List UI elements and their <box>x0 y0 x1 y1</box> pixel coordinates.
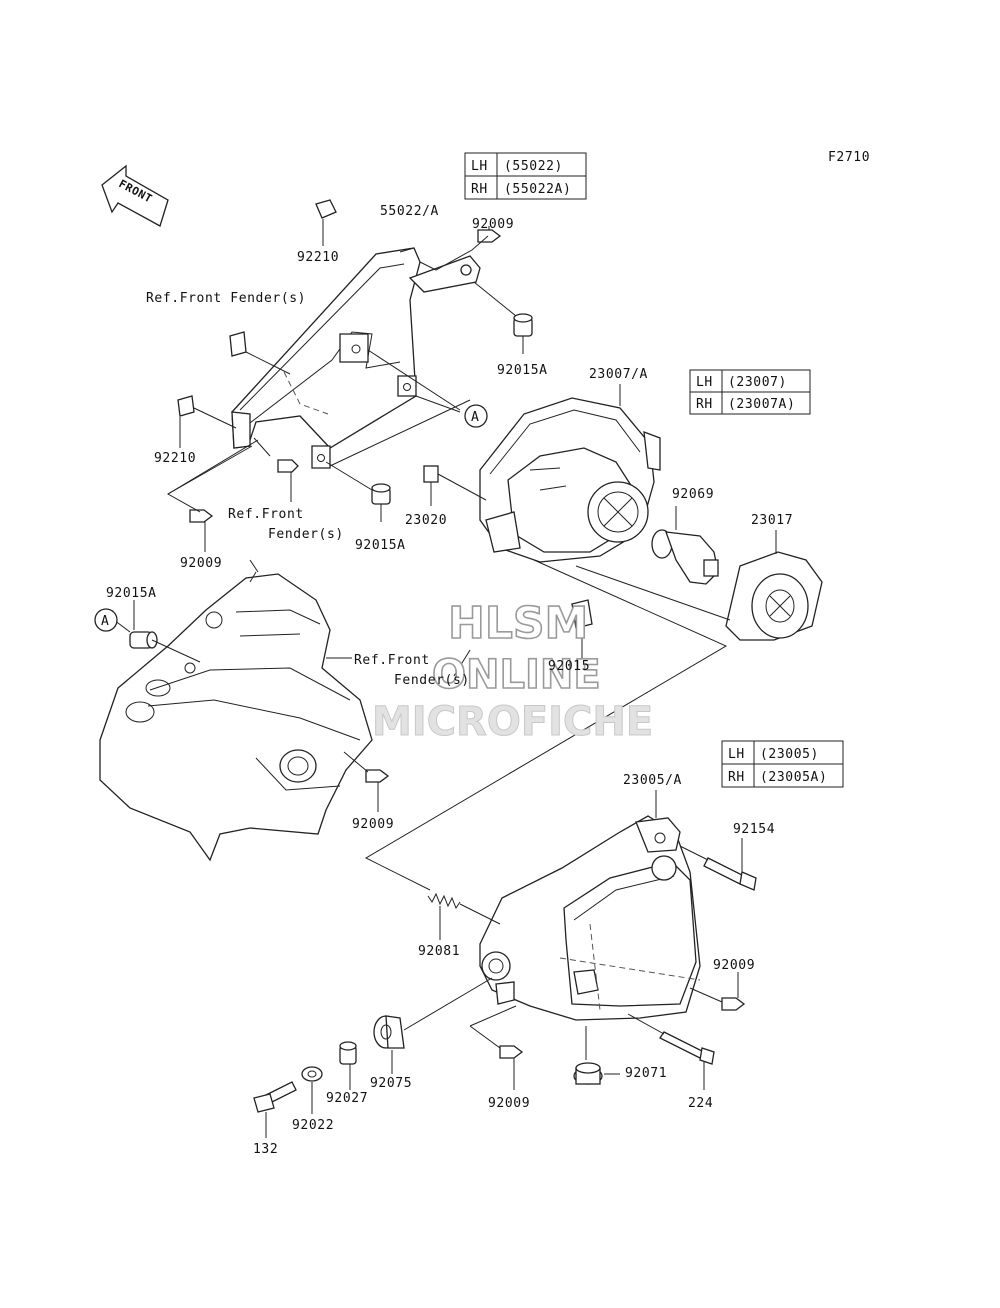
table-cell: LH <box>471 159 488 174</box>
label-screw-bottom: 92009 <box>488 1096 530 1111</box>
label-washer: 92022 <box>292 1118 334 1133</box>
label-collar-92027: 92027 <box>326 1091 368 1106</box>
collar-92015a-top <box>513 313 533 354</box>
watermark-line-2: ONLINE <box>432 652 601 698</box>
grommet-92071 <box>573 1026 620 1085</box>
reflector-side-table: LH (55022) RH (55022A) <box>464 152 587 200</box>
label-grommet-92075: 92075 <box>370 1076 412 1091</box>
clip-92210-top <box>315 199 337 246</box>
ref-circle-a-left: A <box>94 608 118 632</box>
headlight-housing <box>479 815 701 1021</box>
label-bolt-224: 224 <box>688 1096 713 1111</box>
screw-92009-right <box>689 972 746 1011</box>
table-cell: RH <box>728 770 745 785</box>
label-bolt-92154: 92154 <box>733 822 775 837</box>
label-bulb: 92069 <box>672 487 714 502</box>
headlight-side-table: LH (23007) RH (23007A) <box>689 369 811 415</box>
label-cap: 23017 <box>751 513 793 528</box>
bolt-92154 <box>679 838 757 891</box>
screw-92009-left <box>189 509 214 552</box>
screw-92009-bottom <box>469 1005 524 1090</box>
spring-92081 <box>427 892 501 940</box>
table-cell: LH <box>728 747 745 762</box>
label-bolt-132: 132 <box>253 1142 278 1157</box>
label-screw-right: 92009 <box>713 958 755 973</box>
label-collar-top: 92015A <box>497 363 548 378</box>
label-clip-23020: 23020 <box>405 513 447 528</box>
label-ref-fender-3a: Ref.Front <box>354 653 430 668</box>
label-clip-left: 92210 <box>154 451 196 466</box>
label-screw-fender: 92009 <box>352 817 394 832</box>
label-housing: 23005/A <box>623 773 682 788</box>
collar-92015a-ref-a <box>113 600 201 663</box>
front-arrow-icon: FRONT <box>101 164 169 227</box>
table-cell: (23005A) <box>760 770 827 785</box>
figure-code: F2710 <box>828 150 870 165</box>
table-cell: RH <box>696 397 713 412</box>
label-collar-mid: 92015A <box>355 538 406 553</box>
table-cell: (23005) <box>760 747 819 762</box>
table-cell: (23007) <box>728 375 787 390</box>
label-spring: 92081 <box>418 944 460 959</box>
svg-text:A: A <box>101 614 109 629</box>
clip-ref-fender-top <box>229 331 247 357</box>
bolt-224 <box>627 1013 715 1090</box>
screw-92009-mid <box>277 459 299 502</box>
label-grommet-92071: 92071 <box>625 1066 667 1081</box>
label-ref-fender-1: Ref.Front Fender(s) <box>146 291 306 306</box>
label-clip-92015: 92015 <box>548 659 590 674</box>
label-clip-top: 92210 <box>297 250 339 265</box>
table-cell: (23007A) <box>728 397 795 412</box>
bulb-92069 <box>651 506 719 585</box>
table-cell: (55022A) <box>504 182 571 197</box>
label-screw-top: 92009 <box>472 217 514 232</box>
clip-92210-left <box>177 395 195 448</box>
watermark-line-1: HLSM <box>448 598 588 649</box>
dust-cap-23017 <box>725 530 823 641</box>
grommet-92075 <box>373 977 493 1074</box>
reflector-bracket <box>231 247 481 469</box>
clip-23020 <box>423 465 487 506</box>
collar-92015a-mid <box>371 483 391 522</box>
label-bracket: 55022/A <box>380 204 439 219</box>
screw-92009-top <box>477 226 502 243</box>
watermark: HLSM ONLINE MICROFICHE <box>372 597 654 745</box>
label-screw-left: 92009 <box>180 556 222 571</box>
collar-92027 <box>339 1041 357 1090</box>
housing-side-table: LH (23005) RH (23005A) <box>721 740 844 788</box>
clip-92015 <box>571 599 593 658</box>
label-ref-fender-2a: Ref.Front <box>228 507 304 522</box>
label-ref-fender-3b: Fender(s) <box>394 673 470 688</box>
front-fender <box>99 559 373 862</box>
washer-92022 <box>301 1066 323 1114</box>
table-cell: LH <box>696 375 713 390</box>
screw-92009-fender <box>343 751 390 812</box>
svg-text:A: A <box>471 410 479 425</box>
label-ref-fender-2b: Fender(s) <box>268 527 344 542</box>
watermark-line-3: MICROFICHE <box>372 699 653 745</box>
table-cell: RH <box>471 182 488 197</box>
ref-circle-a-top: A <box>464 404 488 428</box>
headlight-unit <box>479 397 661 563</box>
label-collar-a: 92015A <box>106 586 157 601</box>
part-labels: 55022/A 92210 92009 92015A Ref.Front Fen… <box>106 204 793 1157</box>
bolt-132 <box>253 1081 297 1138</box>
table-cell: (55022) <box>504 159 563 174</box>
label-headlight: 23007/A <box>589 367 648 382</box>
